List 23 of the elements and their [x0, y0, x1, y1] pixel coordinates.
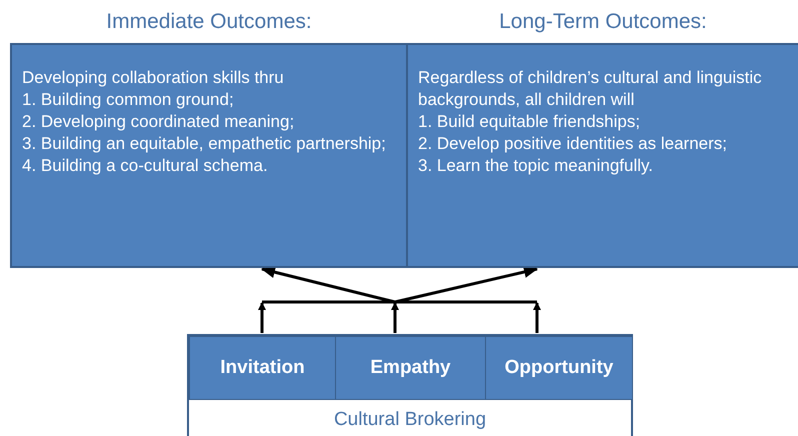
framework-title: Cultural Brokering: [332, 409, 488, 431]
arrow: [533, 302, 541, 333]
intro-text: Regardless of children’s cultural and linguistic backgrounds, all children will: [418, 67, 763, 111]
component-cell: Opportunity: [485, 336, 633, 400]
connector-line: [395, 300, 537, 304]
list-item: 3. Building an equitable, empathetic partnership;: [22, 133, 387, 155]
component-cell: Invitation: [189, 336, 336, 400]
connector-line: [262, 300, 395, 304]
heading: Immediate Outcomes:: [105, 9, 313, 35]
list-item: 3. Learn the topic meaningfully.: [418, 155, 654, 177]
arrow: [394, 266, 538, 304]
arrow: [258, 302, 266, 333]
list-item: 1. Building common ground;: [22, 89, 235, 111]
list-item: 2. Developing coordinated meaning;: [22, 111, 296, 133]
component-cell: Empathy: [335, 336, 486, 400]
list-item: 1. Build equitable friendships;: [418, 111, 642, 133]
arrow: [261, 266, 396, 304]
heading: Long-Term Outcomes:: [498, 9, 708, 35]
list-item: 2. Develop positive identities as learners;: [418, 133, 728, 155]
arrow: [391, 302, 399, 333]
framework-box: [187, 334, 633, 436]
list-item: 4. Building a co-cultural schema.: [22, 155, 269, 177]
intro-text: Developing collaboration skills thru: [22, 67, 285, 89]
